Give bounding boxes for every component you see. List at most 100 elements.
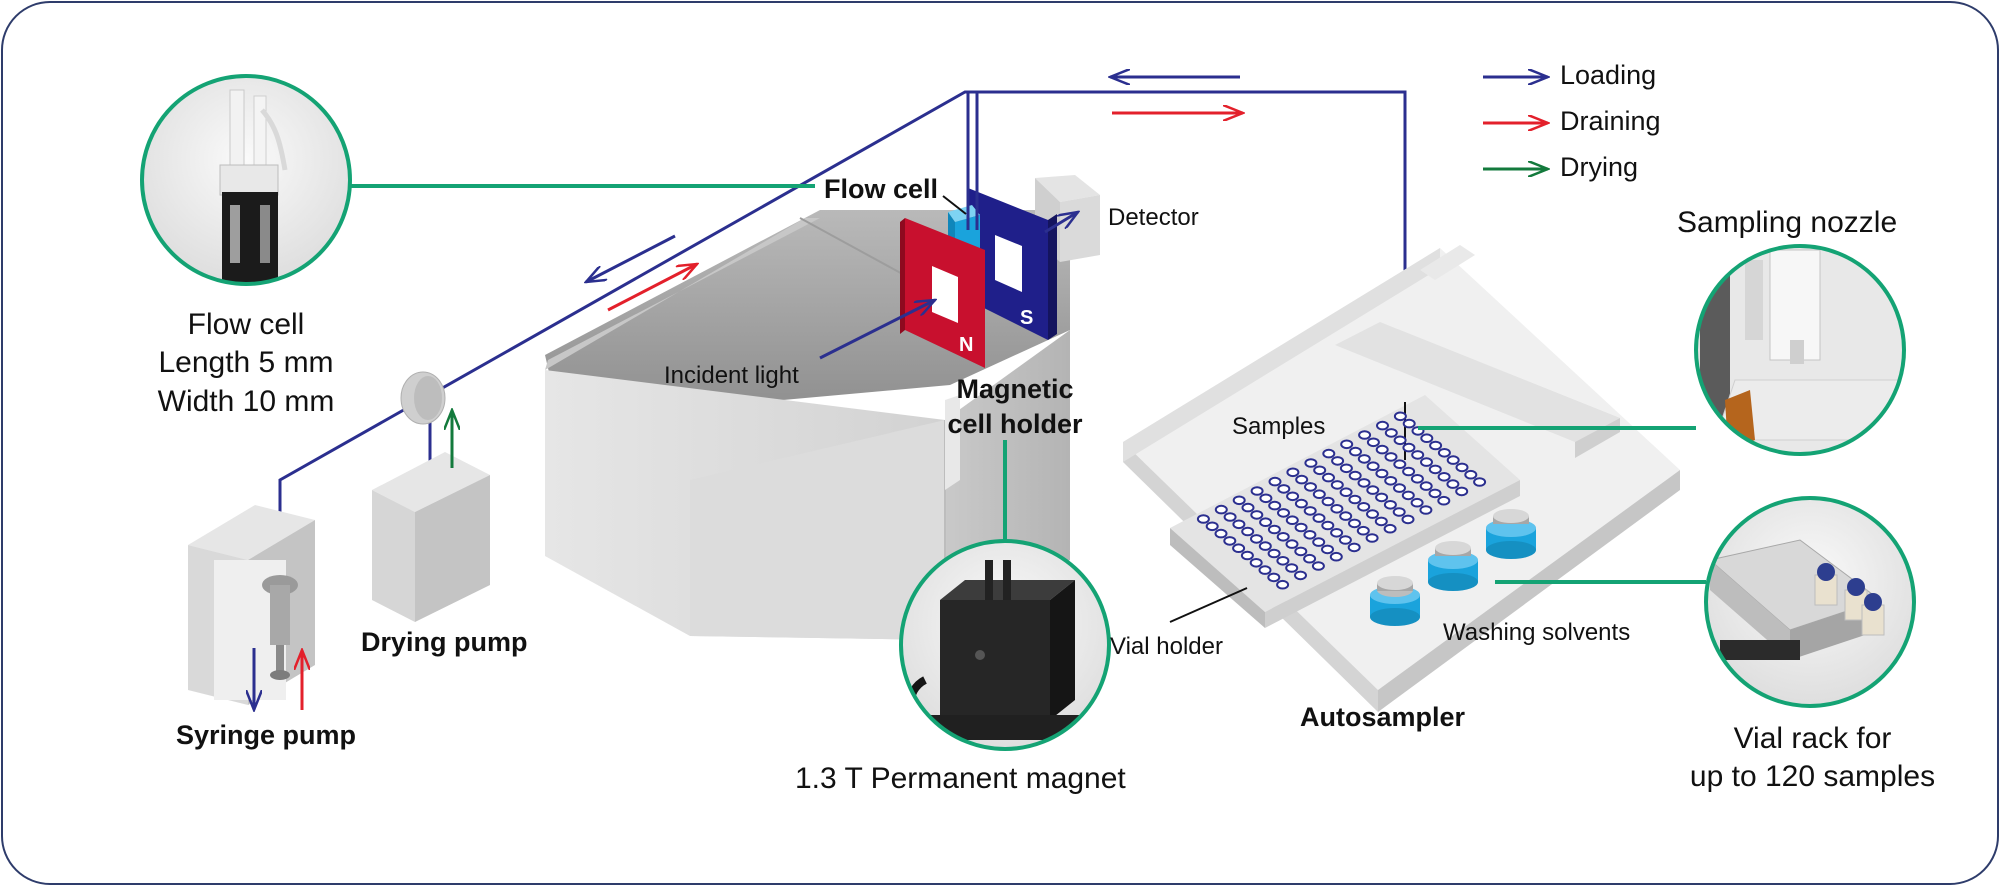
legend-arrows [1483,77,1548,169]
n-magnet [900,218,985,368]
vial-slot [1250,534,1263,544]
vial-slot [1294,522,1308,533]
vial-slot [1294,546,1308,557]
vial-slot [1304,458,1318,468]
vial-slot [1419,481,1433,491]
vial-slot [1348,518,1361,529]
arrow-draining-diag [607,264,697,312]
detector-label: Detector [1108,204,1199,231]
vial-slot [1205,521,1219,532]
vial-slot [1347,542,1361,553]
legend-label-drying: Drying [1560,152,1639,182]
vial-slot [1339,511,1353,521]
vial-slot [1276,532,1290,542]
vial-slot [1285,563,1299,573]
vial-slot [1393,435,1407,446]
vial-slot [1232,543,1246,554]
vial-slot [1455,462,1469,473]
vial-slot [1428,464,1442,475]
vial-slot [1259,517,1273,528]
washing-solvents-label: Washing solvents [1443,619,1631,646]
vial-slot [1331,456,1345,466]
incident-light-label: Incident light [664,362,799,389]
vial-slot [1277,508,1290,518]
vial-slot [1376,420,1389,431]
vial-slot [1384,452,1398,462]
vial-slot [1285,539,1299,549]
vial-slot [1250,486,1264,496]
vial-slot [1258,541,1272,551]
legend-label-loading: Loading [1560,60,1657,90]
vial-slot [1410,497,1424,508]
vial-slot [1223,512,1237,522]
vial-slot [1464,469,1478,480]
vial-slot [1268,476,1282,487]
flow-cell-photo [140,74,352,286]
vial-slot [1286,491,1300,502]
vial-slot [1322,472,1335,483]
drying-pump-label: Drying pump [361,627,528,657]
vial-slot [1339,463,1353,474]
vial-slot [1401,514,1415,525]
vial-slot [1365,533,1379,543]
vial-slot [1374,516,1388,527]
vial-slot [1340,439,1354,450]
drying-pump [372,371,490,622]
vial-slot [1276,556,1290,566]
magnetic-holder-line-2: cell holder [947,408,1083,439]
vial-slot [1223,536,1237,546]
vial-slot [1366,437,1380,448]
vial-grid [1196,411,1487,590]
vial-slot [1437,472,1451,482]
vial-slot [1420,433,1434,444]
vial-slot [1267,524,1281,535]
vial-holder-leader [1169,587,1248,623]
vial-slot [1375,444,1389,455]
vial-slot [1420,457,1433,467]
vial-slot [1276,579,1290,590]
vial-slot [1446,455,1460,465]
vial-slot [1366,461,1380,472]
vial-slot [1366,509,1379,519]
vial-slot [1437,495,1451,506]
vial-slot [1428,488,1442,499]
syringe-pump [188,505,315,705]
permanent-magnet-photo [899,539,1111,751]
vial-slot [1196,514,1210,524]
vial-slot [1286,467,1300,478]
vial-slot [1429,440,1443,451]
vial-holder-label: Vial holder [1110,633,1223,660]
vial-slot [1267,548,1281,559]
s-magnet [968,188,1057,340]
vial-slot [1250,510,1264,520]
vial-slot [1402,466,1416,477]
vial-slot [1410,474,1424,484]
vial-slot [1330,528,1344,538]
permanent-magnet-label: 1.3 T Permanent magnet [795,762,1126,795]
vial-slot [1375,492,1389,503]
legend-label-draining: Draining [1560,106,1661,136]
vial-slot [1321,544,1334,555]
vial-slot [1384,428,1398,438]
vial-slot [1357,454,1371,464]
samples-label: Samples [1232,413,1326,440]
sampling-nozzle-label: Sampling nozzle [1677,206,1898,239]
vial-slot [1330,504,1344,514]
flow-cell-spec-line-3: Width 10 mm [157,384,335,418]
vial-slot [1232,519,1246,530]
vial-slot [1411,450,1425,460]
vial-slot [1375,468,1389,479]
vial-slot [1384,476,1398,486]
magnetic-holder-line-1: Magnetic [956,374,1074,404]
autosampler [1123,245,1680,712]
magnet-s-label: S [1020,307,1034,329]
vial-slot [1214,504,1228,515]
vial-slot [1330,480,1344,490]
vial-slot [1312,513,1326,523]
vial-slot [1348,494,1362,505]
vial-slot [1401,490,1415,501]
vial-slot [1259,493,1273,504]
detector-arrow [1044,212,1078,234]
